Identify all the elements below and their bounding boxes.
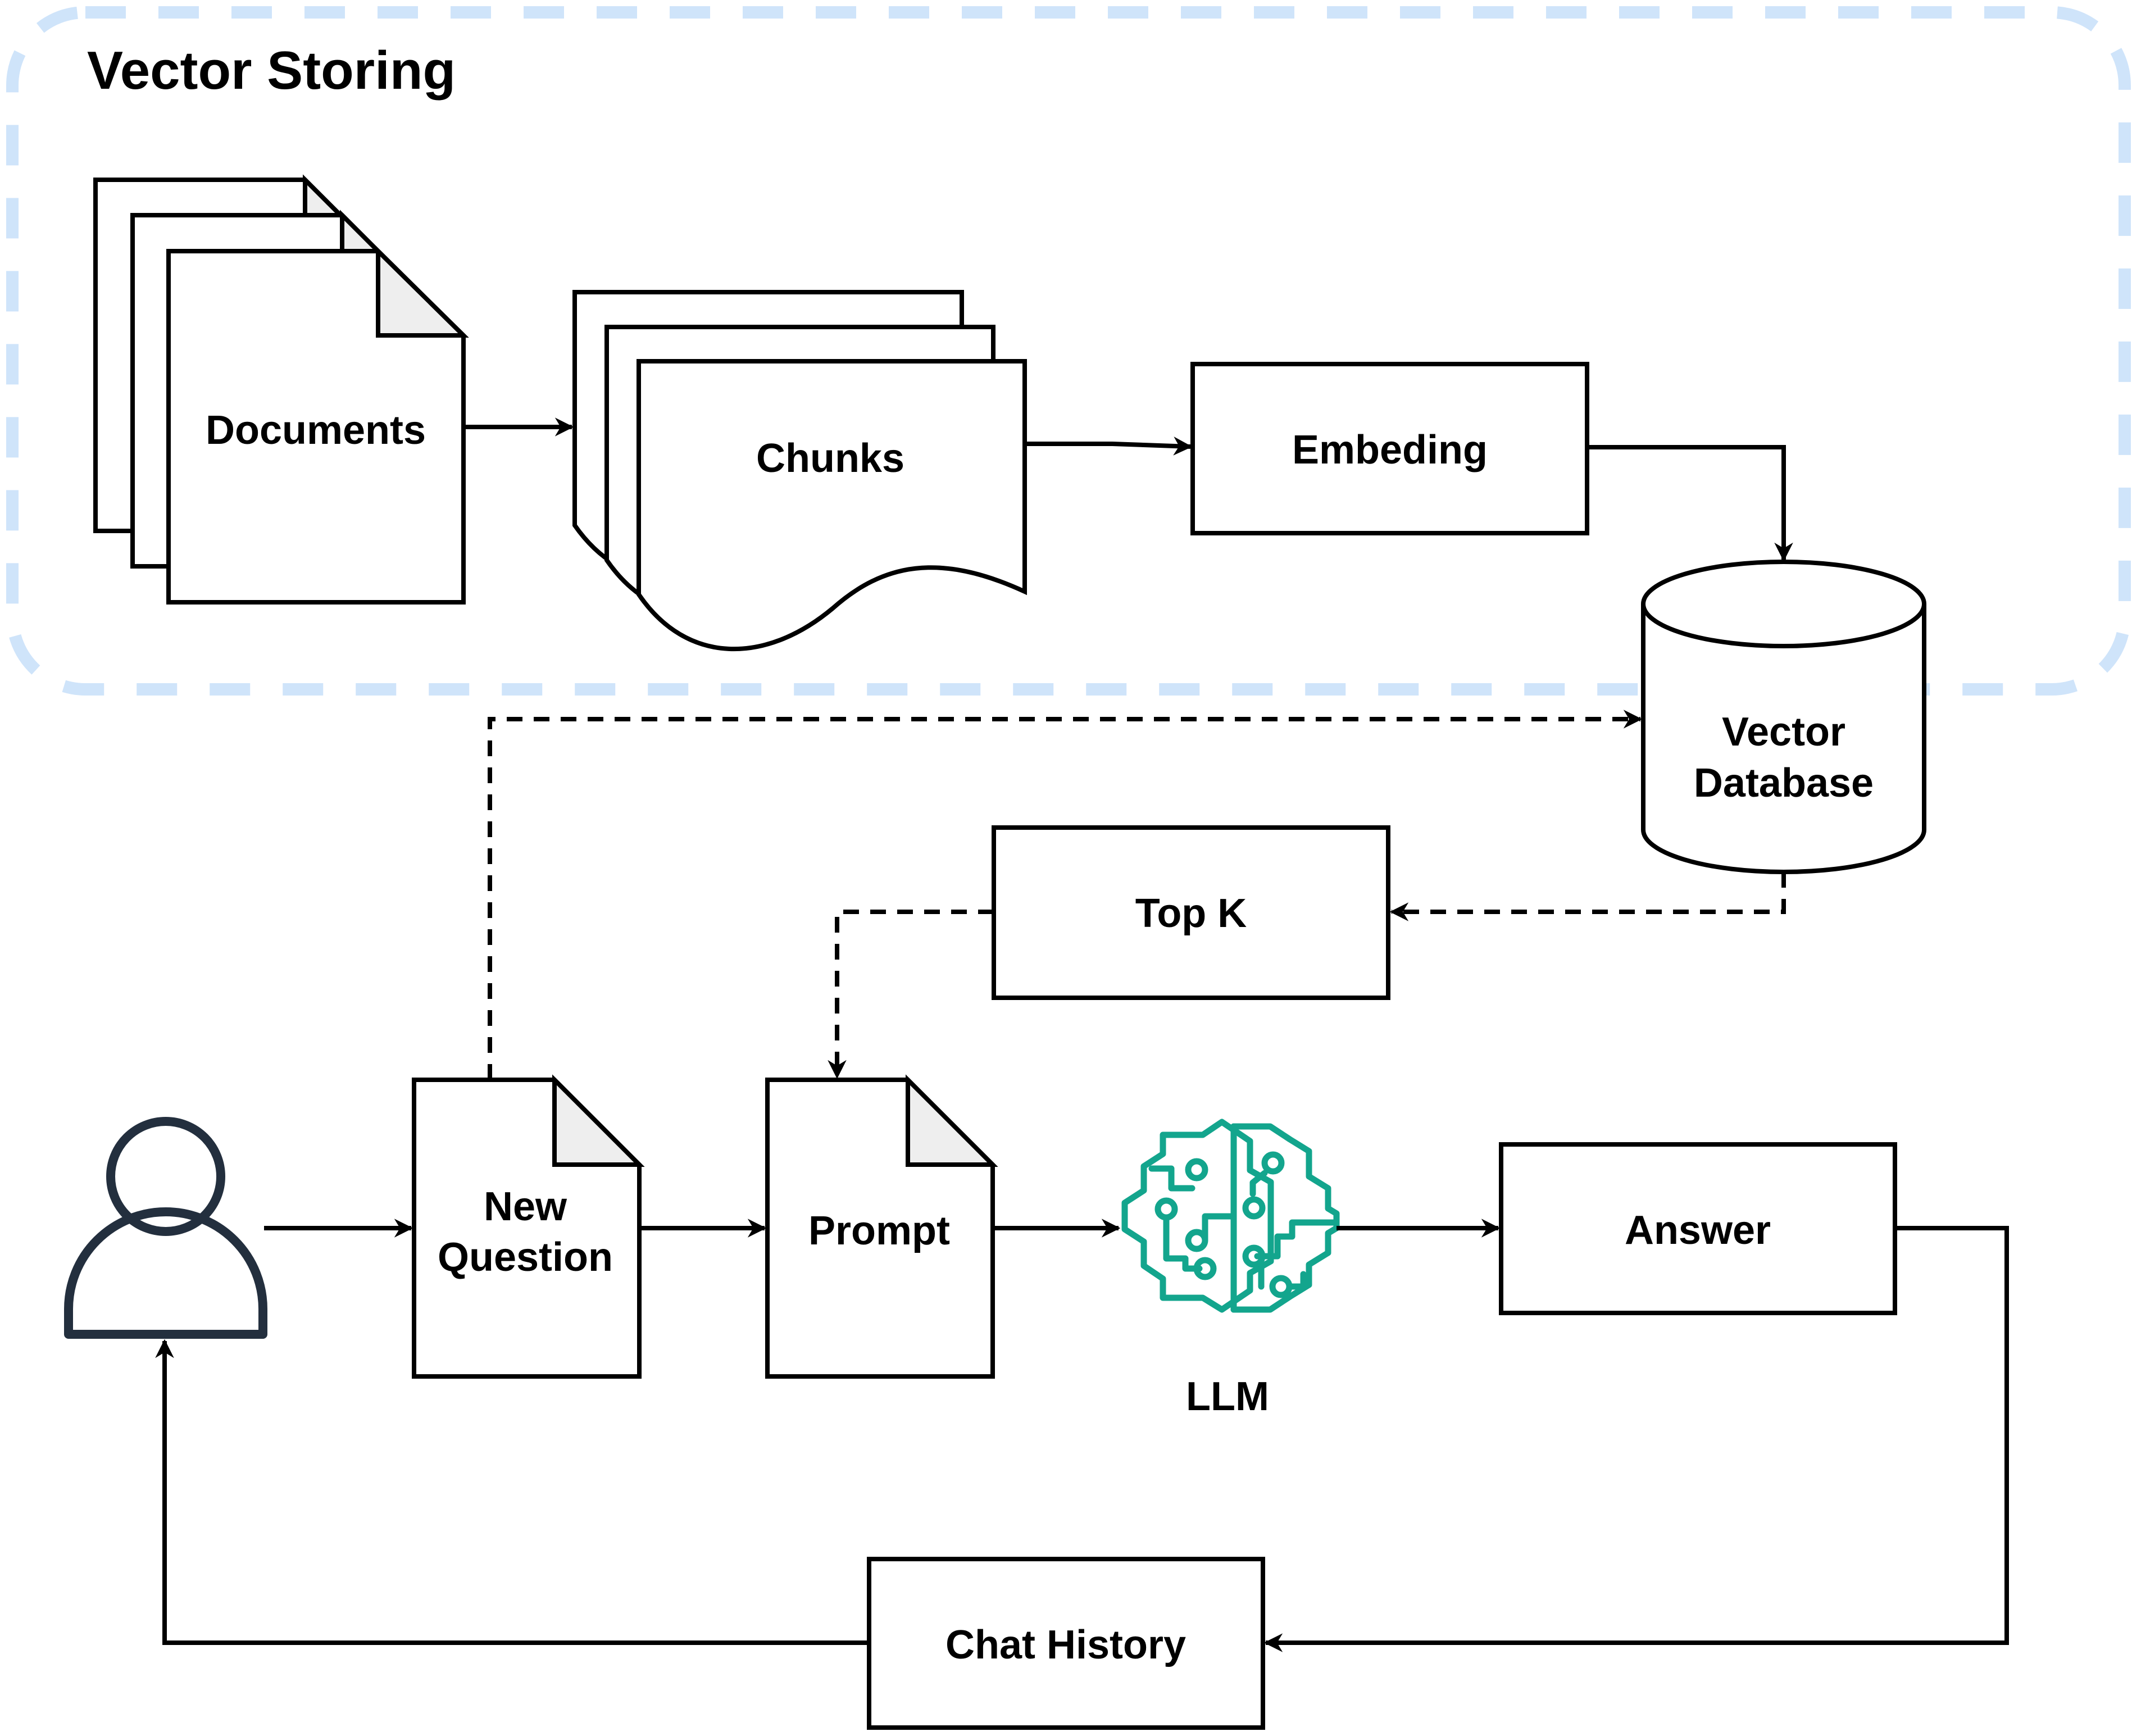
embedding-label: Embeding <box>1292 428 1488 472</box>
top-k-node[interactable]: Top K <box>992 825 1390 1000</box>
prompt-label: Prompt <box>808 1208 950 1253</box>
chat-history-node[interactable]: Chat History <box>867 1557 1265 1730</box>
edge-answer-to-chat-history <box>1263 1226 2009 1652</box>
answer-label: Answer <box>1625 1208 1771 1253</box>
documents-node[interactable]: Documents <box>93 174 469 605</box>
answer-node[interactable]: Answer <box>1499 1142 1897 1315</box>
llm-label: LLM <box>1186 1374 1269 1419</box>
embedding-node[interactable]: Embeding <box>1190 362 1589 535</box>
vector-storing-title: Vector Storing <box>87 40 456 101</box>
chat-history-label: Chat History <box>945 1623 1186 1667</box>
new-question-label-line2: Question <box>438 1235 613 1280</box>
edges <box>155 417 2009 1652</box>
edge-question-to-vector-db <box>488 710 1643 1080</box>
vector-database-label-line1: Vector <box>1722 710 1845 755</box>
edge-chat-history-to-user <box>155 1339 869 1645</box>
chunks-node[interactable]: Chunks <box>572 290 1027 652</box>
prompt-node[interactable]: Prompt <box>765 1074 998 1379</box>
documents-label: Documents <box>206 408 426 453</box>
vector-database-node[interactable]: Vector Database <box>1641 560 1926 874</box>
edge-vector-db-to-top-k <box>1389 872 1786 921</box>
chunks-label: Chunks <box>756 436 904 481</box>
top-k-label: Top K <box>1135 891 1247 936</box>
vector-storing-group: Vector Storing <box>6 6 2131 696</box>
edge-embedding-to-vector-db <box>1587 445 1793 562</box>
edge-top-k-to-prompt <box>828 910 994 1079</box>
vector-database-label-line2: Database <box>1694 761 1874 806</box>
vector-storing-border <box>6 6 2131 696</box>
llm-node[interactable]: LLM <box>1121 1119 1340 1419</box>
edge-chunks-to-embedding <box>1025 437 1193 456</box>
new-question-label-line1: New <box>484 1184 567 1229</box>
new-question-node[interactable]: New Question <box>412 1074 645 1379</box>
user-icon[interactable] <box>64 1117 267 1339</box>
brain-circuit-icon <box>1121 1119 1340 1313</box>
